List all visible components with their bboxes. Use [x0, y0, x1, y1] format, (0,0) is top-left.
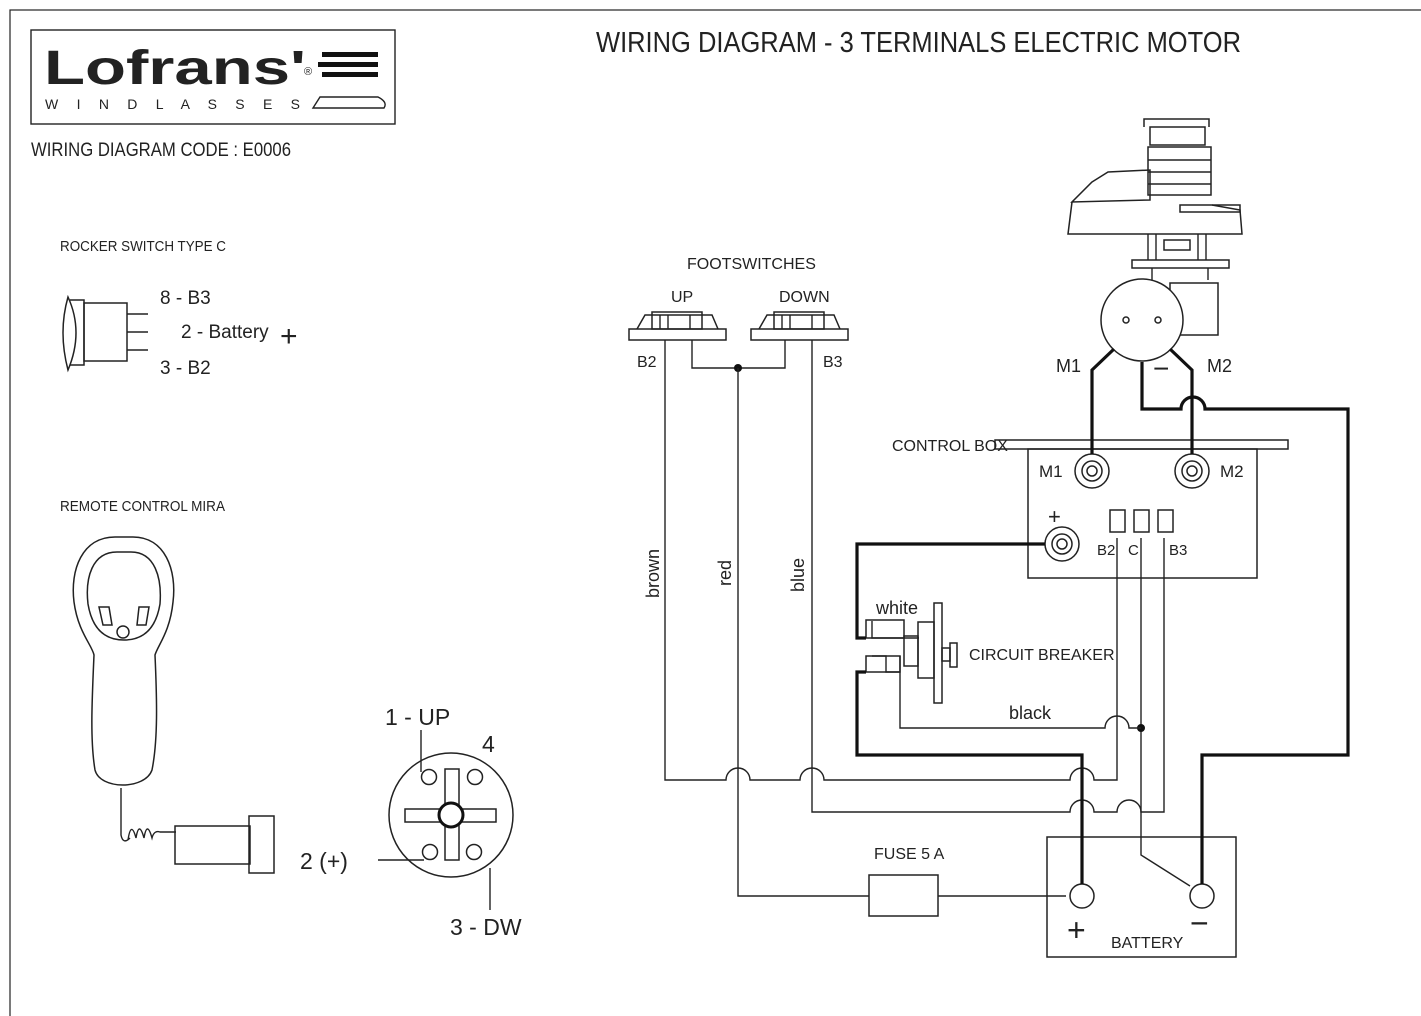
terminal-nut-icon — [1044, 526, 1080, 562]
control-box-plus-label: + — [1048, 504, 1061, 529]
rocker-switch-icon — [62, 294, 148, 373]
control-box-c-label: C — [1128, 542, 1139, 559]
remote-pin-2-plus: 2 (+) — [300, 848, 348, 874]
thin-wires — [664, 340, 1191, 897]
footswitch-up-label: UP — [671, 289, 693, 306]
terminal-c — [1133, 509, 1150, 533]
terminal-nut-icon — [1074, 453, 1110, 489]
battery-positive-terminal — [1069, 883, 1095, 909]
footswitch-b3-label: B3 — [823, 354, 843, 371]
rocker-switch-heading: ROCKER SWITCH TYPE C — [60, 238, 226, 255]
motor-m2-label: M2 — [1207, 356, 1232, 376]
remote-pin-3-dw: 3 - DW — [450, 914, 522, 940]
motor-minus-label: − — [1153, 353, 1169, 384]
windlass-mark-icon — [311, 52, 386, 109]
logo-tagline: W I N D L A S S E S — [45, 96, 300, 112]
control-box-m1-label: M1 — [1039, 462, 1063, 481]
footswitch-up-icon — [628, 311, 727, 341]
control-box-b2-label: B2 — [1097, 542, 1115, 559]
control-box-flange — [994, 439, 1289, 450]
logo-registered: ® — [304, 66, 312, 78]
logo-brand: Lofrans' — [44, 42, 306, 95]
logo: Lofrans' ® W I N D L A S S E S — [30, 29, 396, 125]
terminal-b2 — [1109, 509, 1126, 533]
battery-label: BATTERY — [1111, 935, 1184, 952]
battery-minus-sign: − — [1190, 905, 1209, 941]
page-frame — [9, 9, 1421, 1016]
page-title: WIRING DIAGRAM - 3 TERMINALS ELECTRIC MO… — [596, 27, 1241, 59]
terminal-b3 — [1157, 509, 1174, 533]
control-box-label: CONTROL BOX — [892, 438, 1008, 455]
wire-label-white: white — [875, 598, 918, 618]
wire-label-red: red — [715, 560, 735, 586]
rocker-pin-2-battery: 2 - Battery — [181, 322, 269, 343]
terminal-nut-icon — [1174, 453, 1210, 489]
battery-plus-sign: + — [1067, 912, 1086, 948]
battery-box — [1046, 836, 1237, 958]
remote-control-heading: REMOTE CONTROL MIRA — [60, 498, 225, 515]
rocker-plus-sign: + — [280, 320, 298, 353]
fuse-label: FUSE 5 A — [874, 846, 945, 863]
footswitch-down-label: DOWN — [779, 289, 830, 306]
footswitch-down-icon — [750, 311, 849, 341]
wire-label-black: black — [1009, 703, 1052, 723]
wire-label-brown: brown — [643, 549, 663, 598]
remote-pin-1-up: 1 - UP — [385, 704, 450, 730]
motor-m1-label: M1 — [1056, 356, 1081, 376]
fuse-icon — [868, 874, 939, 917]
remote-control-icon — [72, 536, 275, 874]
footswitches-heading: FOOTSWITCHES — [687, 256, 816, 273]
windlass-motor-icon — [1067, 118, 1243, 362]
diagram-code: WIRING DIAGRAM CODE : E0006 — [31, 140, 291, 161]
circuit-breaker-label: CIRCUIT BREAKER — [969, 647, 1115, 664]
rocker-pin-8-b3: 8 - B3 — [160, 288, 211, 309]
rocker-pin-3-b2: 3 - B2 — [160, 358, 211, 379]
footswitch-b2-label: B2 — [637, 354, 657, 371]
control-box-m2-label: M2 — [1220, 462, 1244, 481]
control-box — [1027, 448, 1258, 579]
remote-pin-4: 4 — [482, 731, 495, 757]
remote-connector-pinout-icon — [378, 730, 514, 910]
control-box-b3-label: B3 — [1169, 542, 1187, 559]
circuit-breaker-icon — [865, 602, 958, 704]
wire-label-blue: blue — [788, 558, 808, 592]
power-cables — [855, 347, 1350, 884]
